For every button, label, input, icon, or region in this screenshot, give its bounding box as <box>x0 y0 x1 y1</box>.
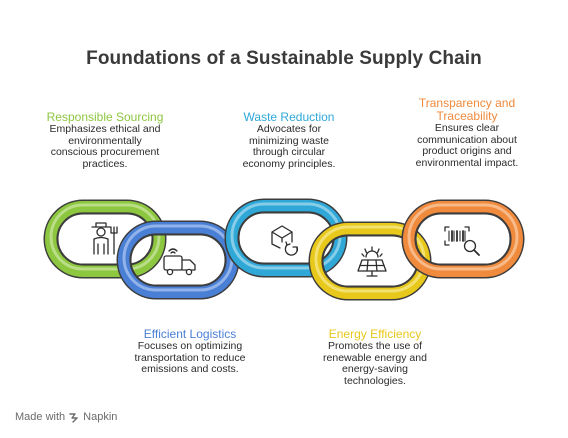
solar-panel-icon <box>357 246 387 277</box>
chain-interlock-transparency <box>401 225 425 276</box>
responsible-sourcing-heading: Responsible Sourcing <box>46 110 164 124</box>
energy-efficiency-heading: Energy Efficiency <box>328 327 422 341</box>
efficient-logistics-heading: Efficient Logistics <box>143 327 237 341</box>
efficient-logistics-block: Efficient Logistics Focuses on optimizin… <box>115 328 265 376</box>
page-title: Foundations of a Sustainable Supply Chai… <box>86 48 482 69</box>
footer-attribution[interactable]: Made with Napkin <box>15 411 117 423</box>
waste-reduction-heading: Waste Reduction <box>243 110 335 124</box>
napkin-logo-icon <box>69 412 78 423</box>
chain-link-sourcing <box>43 199 167 279</box>
recycle-box-icon <box>271 225 299 256</box>
barcode-scan-icon <box>444 226 480 256</box>
napkin-brand: Napkin <box>69 411 117 423</box>
footer-prefix: Made with <box>15 411 66 423</box>
responsible-sourcing-block: Responsible Sourcing Emphasizes ethical … <box>30 111 180 170</box>
delivery-truck-icon <box>163 248 196 276</box>
napkin-brand-label: Napkin <box>83 411 118 423</box>
farmer-icon <box>91 222 118 255</box>
chain-link-logistics <box>116 220 240 300</box>
chain-interlock-waste <box>224 225 240 270</box>
